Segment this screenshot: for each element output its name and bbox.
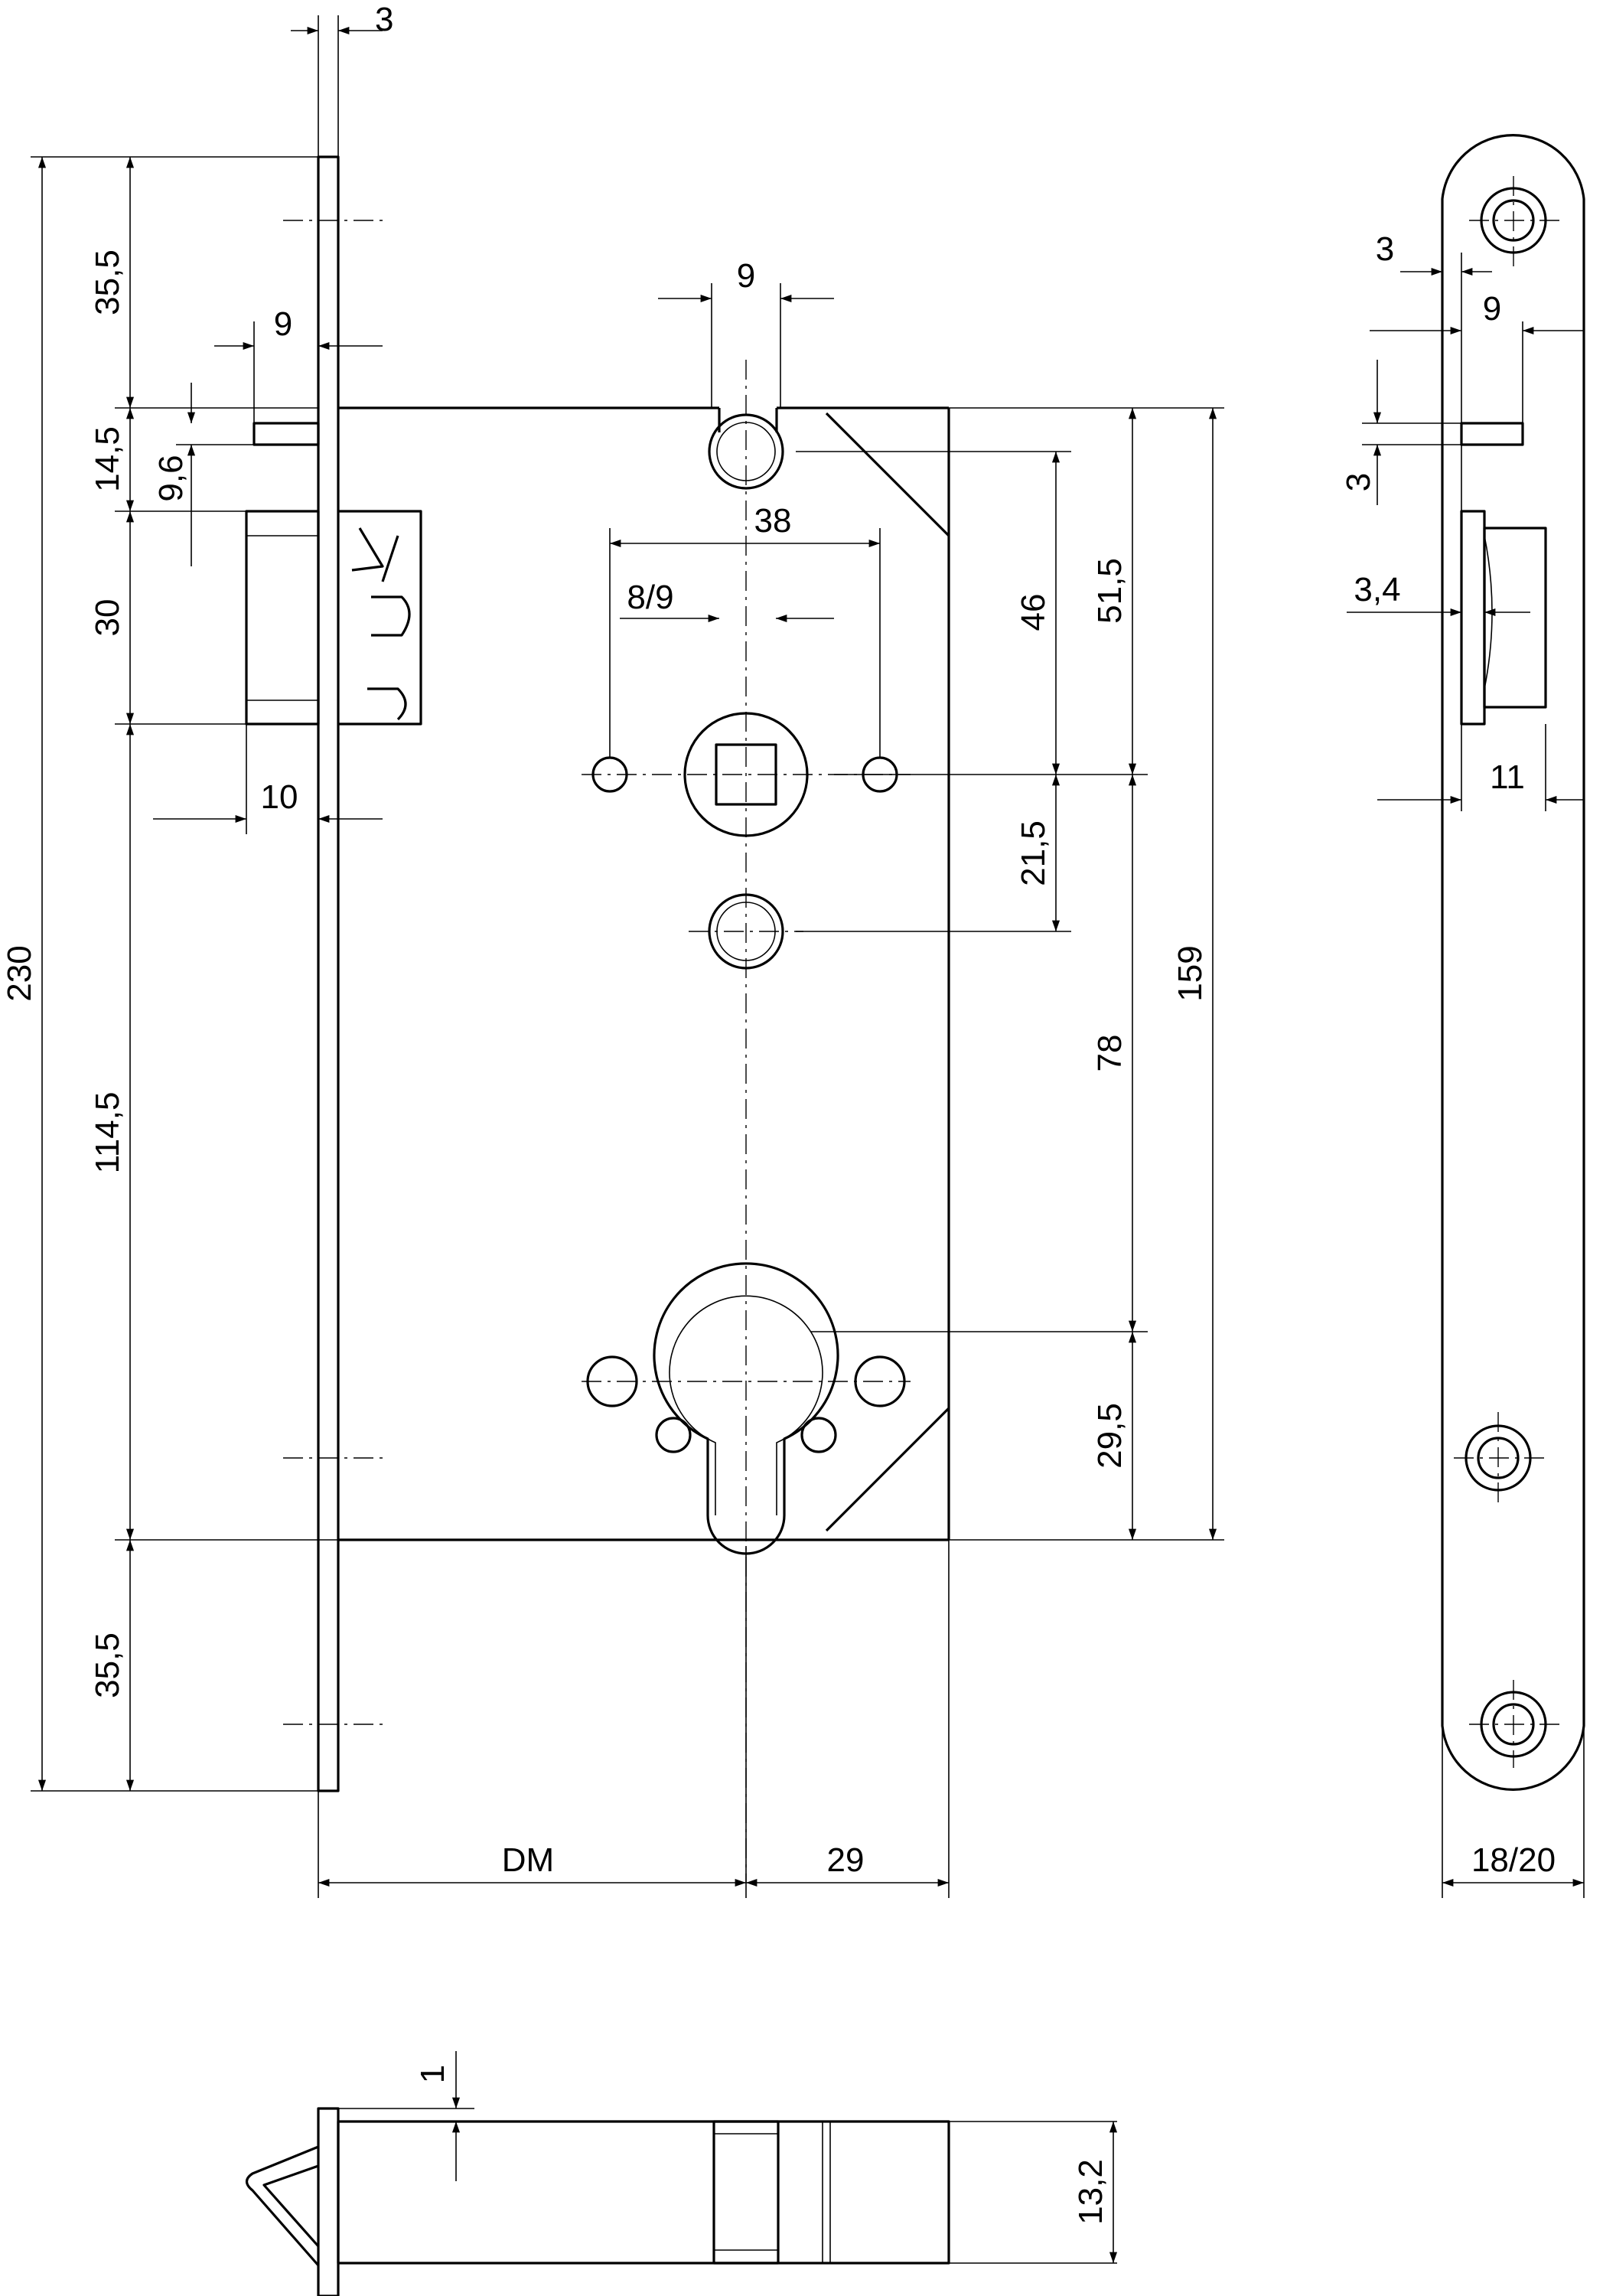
dim-latch-projection: 9 — [274, 305, 292, 343]
dim-overall-height: 230 — [1, 945, 38, 1001]
top-cylinder-block — [712, 2120, 780, 2265]
case-slot — [718, 408, 778, 432]
dim-cylinder-to-edge: 29 — [827, 1841, 865, 1879]
top-latch-bevel — [245, 2145, 320, 2267]
top-view: 1 13,2 — [245, 2051, 1118, 2296]
dim-top-to-latch: 35,5 — [89, 249, 126, 315]
dim-faceplate-thickness: 3 — [375, 1, 393, 38]
cylinder-screw-bottom-right — [800, 1417, 837, 1453]
dim-faceplate-width: 18/20 — [1471, 1841, 1556, 1879]
faceplate-outline — [1441, 134, 1585, 1791]
dim-bottom-to-latch: 35,5 — [89, 1632, 126, 1698]
dim-deadbolt-height: 30 — [89, 599, 126, 637]
dim-case-height: 159 — [1171, 945, 1209, 1001]
faceplate — [317, 155, 340, 1792]
dim-side-latch-projection: 9 — [1483, 290, 1501, 328]
dead-bolt — [245, 510, 320, 726]
dim-case-top-to-follower: 46 — [1015, 594, 1052, 631]
lock-case — [338, 406, 950, 1541]
cylinder-profile — [653, 1262, 839, 1555]
dim-side-bolt-width: 11 — [1490, 758, 1525, 796]
case-chamfer-bottom — [825, 1407, 950, 1532]
dim-deadbolt-projection: 10 — [261, 778, 298, 816]
dim-side-bolt-projection: 3,4 — [1354, 571, 1400, 608]
spring-mechanism — [338, 510, 422, 726]
dim-latch-height: 9,6 — [152, 455, 190, 501]
dim-backset: DM — [502, 1841, 554, 1879]
dim-slot-width: 9 — [737, 257, 755, 295]
dim-side-thickness: 3 — [1376, 230, 1394, 268]
dim-follower-square: 8/9 — [627, 579, 673, 616]
case-chamfer-top — [825, 412, 950, 537]
side-latch — [1460, 422, 1524, 446]
dim-side-latch-offset: 3 — [1340, 473, 1377, 491]
front-view: 3 230 35,5 14,5 9,6 30 114,5 35,5 9 10 9… — [1, 1, 1224, 1898]
dim-case-depth: 13,2 — [1072, 2159, 1109, 2225]
dim-follower-to-hole: 21,5 — [1015, 820, 1052, 886]
dim-cylinder-to-bottom: 29,5 — [1091, 1403, 1129, 1469]
top-case — [337, 2120, 950, 2265]
dim-follower-to-cylinder-distance: 78 — [1091, 1035, 1129, 1072]
side-deadbolt-back — [1483, 527, 1547, 709]
cylinder-screw-bottom-left — [655, 1417, 692, 1453]
dim-screw-spacing: 38 — [754, 502, 792, 540]
dim-deadbolt-offset: 14,5 — [89, 426, 126, 492]
latch-bolt — [253, 422, 320, 446]
side-deadbolt-front — [1460, 510, 1486, 726]
dim-follower-to-cylinder: 114,5 — [89, 1092, 126, 1174]
top-faceplate — [317, 2107, 340, 2296]
dim-bottom-offset: 1 — [414, 2065, 451, 2083]
dim-case-top-to-follower-outer: 51,5 — [1091, 558, 1129, 624]
side-view: 3 9 3 3,4 11 18/20 — [1340, 134, 1585, 1898]
